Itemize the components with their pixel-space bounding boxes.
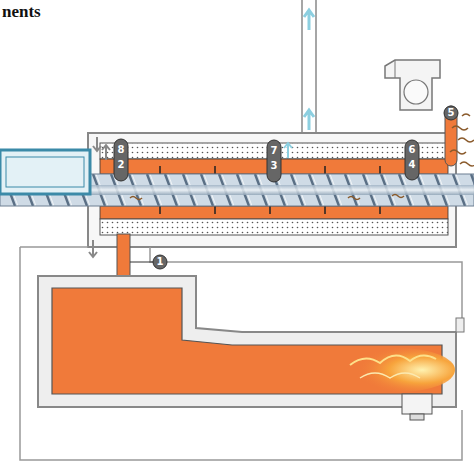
biomass-particle (462, 114, 470, 116)
combustion-chamber (402, 394, 432, 414)
drive-motor (6, 157, 84, 187)
combustion-chamber (410, 414, 424, 420)
exhaust-chimney (301, 0, 303, 140)
callout-number: 4 (405, 158, 419, 172)
exhaust-chimney (302, 0, 316, 140)
figure-title: nents (2, 2, 41, 22)
biomass-particle (130, 114, 474, 200)
callout-number: 7 (267, 144, 281, 158)
combustion-chamber (38, 276, 464, 420)
callout-number: 2 (114, 158, 128, 172)
hot-gas-pipe (130, 262, 153, 263)
callout-number: 5 (444, 106, 458, 120)
support-frame (20, 247, 462, 460)
biomass-particle (392, 195, 404, 198)
gas-outlet-pipe (444, 106, 458, 120)
biomass-particle (130, 197, 142, 200)
flow-arrow (93, 137, 101, 151)
support-frame (20, 246, 88, 248)
biomass-particle (460, 162, 474, 166)
fan-housing (385, 60, 440, 110)
biomass-particle (450, 150, 466, 154)
thermocouple-rod (114, 139, 419, 182)
combustion-chamber (360, 373, 420, 378)
thermocouple-rod (267, 140, 281, 182)
hot-gas-pipe (153, 255, 167, 269)
flow-arrow (89, 240, 97, 257)
exhaust-chimney (315, 0, 317, 140)
gas-outlet-pipe (445, 106, 457, 166)
thermocouple-rod (114, 139, 128, 181)
gas-outlet-pipe (444, 106, 458, 166)
combustion-chamber (456, 318, 464, 332)
exhaust-chimney (304, 110, 314, 130)
reactor-casing (100, 206, 448, 219)
combustion-chamber (345, 348, 455, 392)
drive-motor (0, 150, 90, 194)
biomass-particle (348, 197, 360, 200)
drive-motor (0, 150, 90, 194)
flow-arrow (284, 143, 292, 158)
fan-housing (395, 60, 396, 78)
combustion-chamber (38, 276, 456, 407)
callout-number: 3 (267, 159, 281, 173)
support-frame (20, 247, 462, 460)
combustion-chamber (350, 355, 436, 365)
flow-arrow (102, 145, 110, 160)
fan-housing (404, 80, 428, 104)
biomass-particle (458, 138, 474, 142)
fan-housing (385, 60, 440, 110)
thermocouple-rod (405, 140, 419, 180)
callout-number: 8 (114, 143, 128, 157)
callout-number: 6 (405, 143, 419, 157)
reactor-casing (100, 219, 448, 235)
biomass-particle (452, 126, 468, 130)
callout-number: 1 (153, 255, 167, 269)
exhaust-chimney (304, 10, 314, 30)
